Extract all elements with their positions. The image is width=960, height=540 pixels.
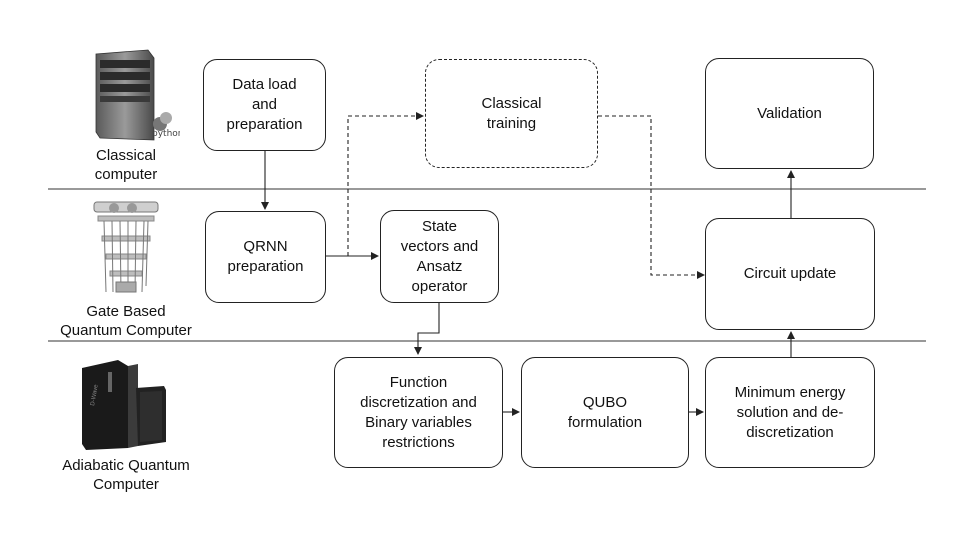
dashed-arrow-to-classical-training [347, 112, 424, 256]
qrnn-preparation-box: QRNN preparation [205, 211, 326, 303]
row-label-adiabatic-quantum-computer: Adiabatic Quantum Computer [62, 457, 190, 493]
dwave-badge: D-Wave [90, 384, 100, 407]
function-discretization-box: Function discretization and Binary varia… [334, 357, 503, 468]
arrow-statevectors-to-discretization [414, 303, 440, 355]
quantum-annealer-cabinet-icon: D-Wave [82, 360, 166, 450]
data-load-box: Data load and preparation [203, 59, 326, 151]
dashed-arrow-to-circuit-update [598, 115, 705, 279]
circuit-update-box: Circuit update [705, 218, 875, 330]
server-tower-icon: python [95, 49, 180, 141]
dilution-refrigerator-icon [93, 201, 159, 293]
python-badge: python [152, 129, 180, 139]
validation-box: Validation [705, 58, 874, 169]
minimum-energy-box: Minimum energy solution and de- discreti… [705, 357, 875, 468]
row-label-gate-based-quantum-computer: Gate Based Quantum Computer [60, 303, 192, 339]
row-label-classical-computer: Classical computer [94, 147, 158, 183]
state-vectors-box: State vectors and Ansatz operator [380, 210, 499, 303]
qubo-formulation-box: QUBO formulation [521, 357, 689, 468]
classical-training-box: Classical training [425, 59, 598, 168]
